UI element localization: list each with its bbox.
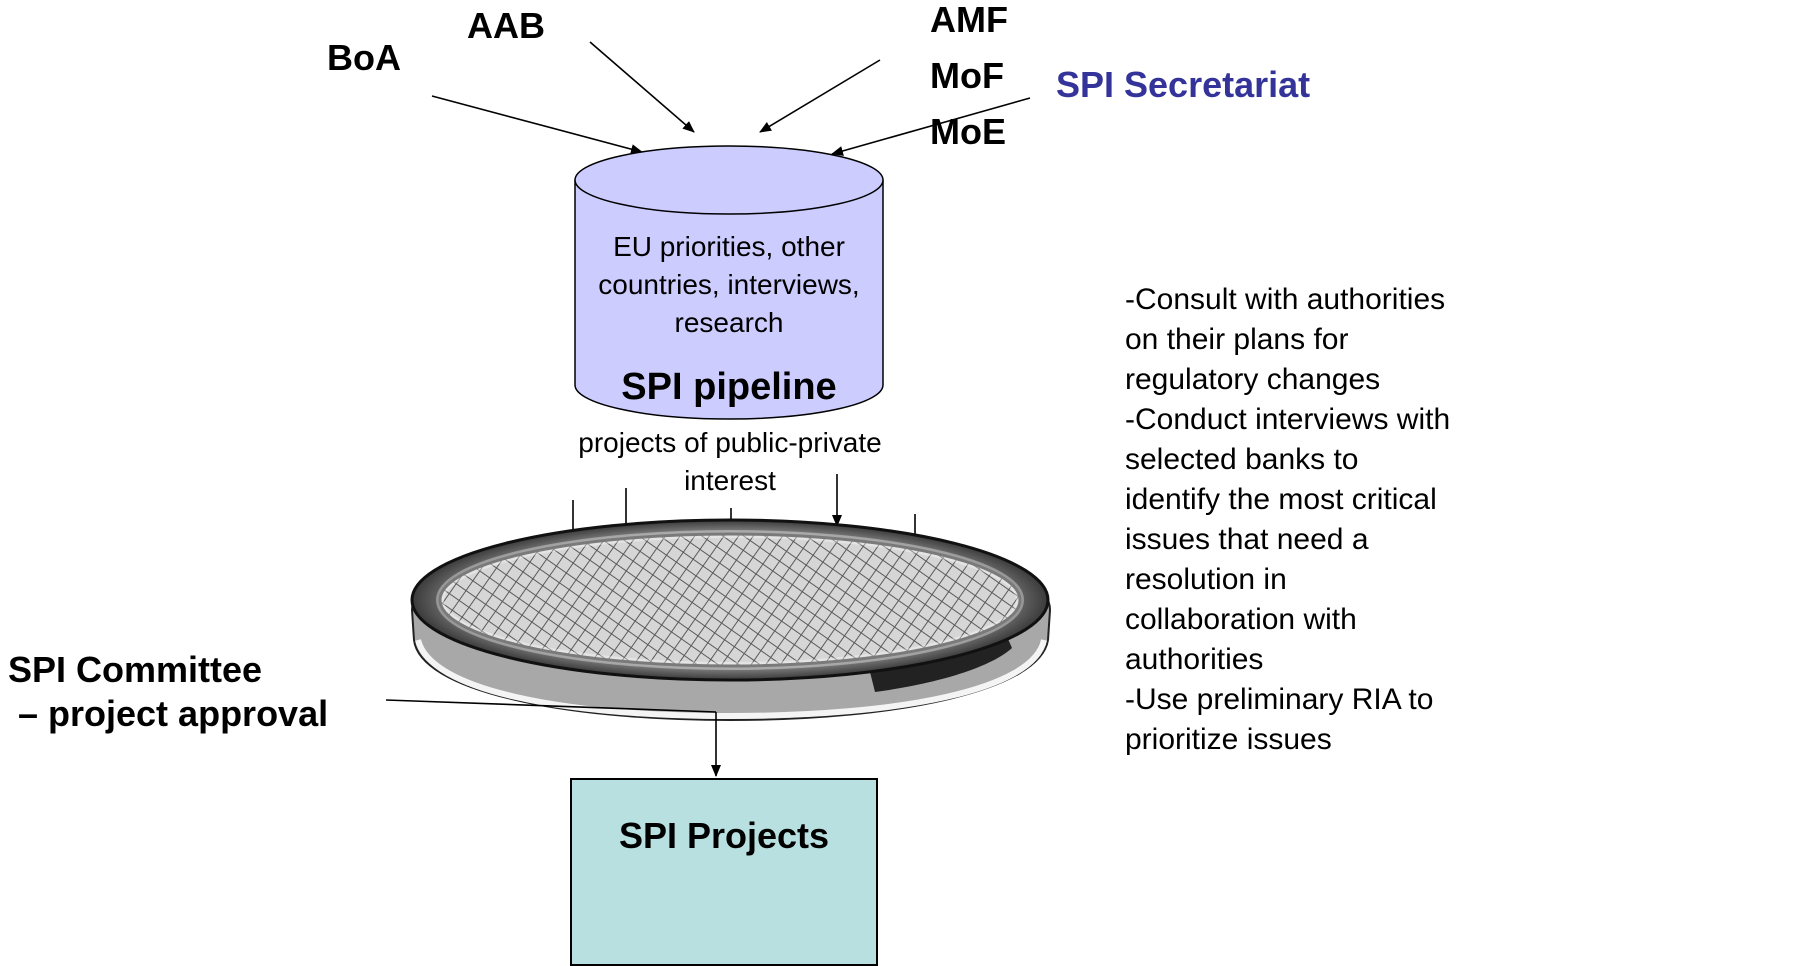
- arrow-moe: [831, 97, 1031, 156]
- activity-line: -Conduct interviews with: [1125, 403, 1451, 436]
- secretariat-label: SPI Secretariat: [1056, 64, 1311, 105]
- source-mof-label: MoF: [930, 55, 1004, 96]
- activity-line: selected banks to: [1125, 443, 1359, 476]
- arrow-aab: [589, 41, 695, 133]
- pipeline-title: SPI pipeline: [621, 366, 837, 408]
- spi-projects-box: SPI Projects: [570, 778, 878, 966]
- pipeline-contents-line: countries, interviews,: [598, 269, 860, 300]
- source-amf-label: AMF: [930, 0, 1008, 40]
- pipeline-cylinder: [574, 145, 884, 420]
- pipeline-contents-line: EU priorities, other: [613, 231, 845, 262]
- pipeline-subtitle: projects of public-private interest: [560, 424, 900, 500]
- pipeline-contents: EU priorities, other countries, intervie…: [575, 228, 883, 342]
- committee-label-line: – project approval: [8, 693, 329, 734]
- pipeline-subtitle-line: projects of public-private: [578, 427, 882, 458]
- activity-line: identify the most critical: [1125, 483, 1437, 516]
- arrow-boa: [431, 95, 643, 154]
- activity-line: issues that need a: [1125, 523, 1369, 556]
- arrow-amf: [759, 59, 881, 133]
- sieve-image: [410, 518, 1052, 722]
- activity-line: -Use preliminary RIA to: [1125, 683, 1434, 716]
- activity-line: -Consult with authorities: [1125, 283, 1446, 316]
- committee-label-line: SPI Committee: [8, 649, 263, 690]
- source-moe-label: MoE: [930, 111, 1006, 152]
- activity-line: on their plans for: [1125, 323, 1349, 356]
- committee-label: SPI Committee – project approval: [8, 648, 328, 736]
- activity-line: collaboration with: [1125, 603, 1357, 636]
- source-aab-label: AAB: [467, 5, 545, 46]
- activity-line: authorities: [1125, 643, 1264, 676]
- activity-line: resolution in: [1125, 563, 1287, 596]
- spi-projects-label: SPI Projects: [618, 815, 830, 856]
- committee-pointer-line: [385, 699, 717, 713]
- pipeline-subtitle-line: interest: [684, 465, 776, 496]
- pipeline-contents-line: research: [674, 307, 784, 338]
- activity-line: regulatory changes: [1125, 363, 1381, 396]
- secretariat-activities: -Consult with authorities on their plans…: [1125, 280, 1785, 760]
- source-boa-label: BoA: [327, 37, 401, 78]
- activity-line: prioritize issues: [1125, 723, 1332, 756]
